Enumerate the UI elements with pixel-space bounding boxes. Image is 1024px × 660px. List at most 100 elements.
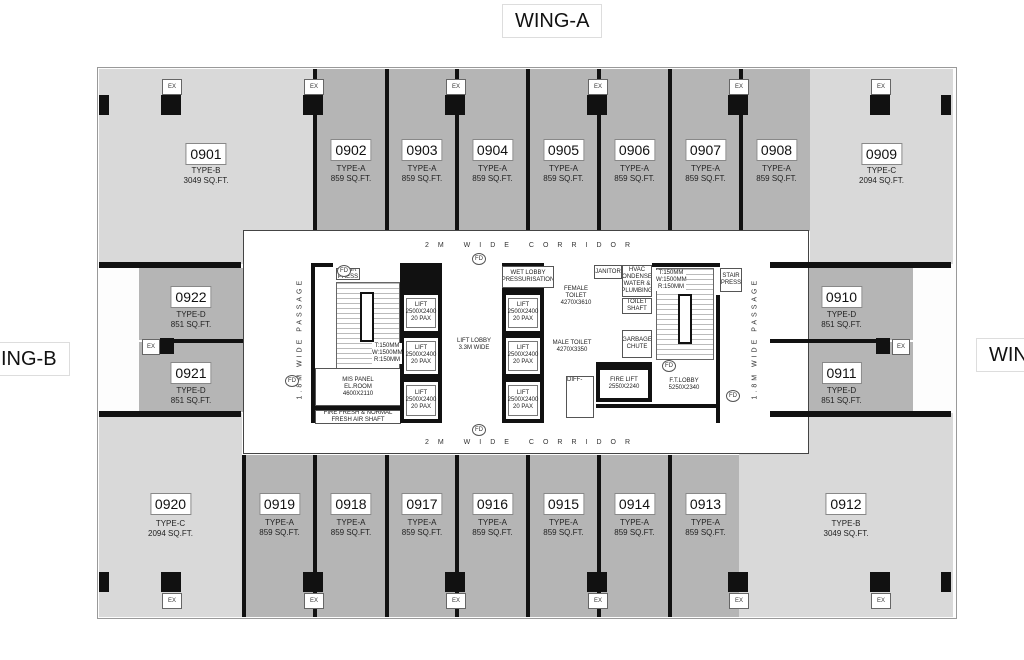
garbage-chute-label: GARBAGE CHUTE xyxy=(622,337,652,350)
column-shaft xyxy=(587,95,607,115)
unit-area: 859 SQ.FT. xyxy=(543,174,584,183)
structural-wall xyxy=(770,411,951,417)
unit-area: 859 SQ.FT. xyxy=(756,174,797,183)
wet-lobby-pressurisation: WET LOBBY PRESSURISATION xyxy=(502,266,554,288)
unit-area: 851 SQ.FT. xyxy=(170,320,212,329)
lift-name: LIFT xyxy=(414,345,428,352)
unit-number: 0912 xyxy=(825,493,867,515)
column xyxy=(99,95,109,115)
el-room-name: EL.ROOM xyxy=(344,383,372,390)
unit-area: 2094 SQ.FT. xyxy=(859,176,904,185)
exhaust-icon: EX xyxy=(871,79,891,95)
exhaust-icon: EX xyxy=(588,593,608,609)
column-shaft xyxy=(728,95,748,115)
lift-capacity: 20 PAX xyxy=(513,316,533,323)
column xyxy=(160,338,174,354)
unit-type: TYPE-A xyxy=(620,518,649,527)
unit-area: 859 SQ.FT. xyxy=(472,174,513,183)
structural-wall xyxy=(770,262,951,268)
fire-lift-name: FIRE LIFT xyxy=(610,377,638,383)
column xyxy=(941,572,951,592)
stair-press-label: STAIR PRESS xyxy=(720,273,742,286)
core-wall xyxy=(311,406,403,410)
structural-wall xyxy=(99,411,241,417)
unit-area: 859 SQ.FT. xyxy=(685,174,726,183)
unit-number: 0904 xyxy=(471,139,514,161)
male-toilet-size: 4270X3350 xyxy=(556,347,588,353)
unit-area: 859 SQ.FT. xyxy=(401,174,443,183)
unit-type: TYPE-D xyxy=(826,386,857,395)
lift-lobby-label: LIFT LOBBY 3.3M WIDE xyxy=(446,338,502,352)
column xyxy=(941,95,951,115)
unit-area: 851 SQ.FT. xyxy=(821,320,862,329)
unit-area: 859 SQ.FT. xyxy=(259,528,300,537)
unit-type: TYPE-A xyxy=(691,518,720,527)
exhaust-icon: EX xyxy=(162,593,182,609)
unit-type: TYPE-A xyxy=(691,164,720,173)
core-wall xyxy=(311,263,333,267)
unit-area: 859 SQ.FT. xyxy=(401,528,443,537)
unit-divider-wall xyxy=(174,339,243,343)
unit-area: 851 SQ.FT. xyxy=(821,396,862,405)
lift-size: 2500X2400 xyxy=(405,352,437,359)
column-shaft xyxy=(445,95,465,115)
unit-type: TYPE-C xyxy=(155,519,186,528)
unit-area: 859 SQ.FT. xyxy=(614,174,655,183)
exhaust-icon: EX xyxy=(142,339,160,355)
right-passage-label: 1.8M WIDE PASSAGE xyxy=(751,277,759,400)
exhaust-icon: EX xyxy=(871,593,891,609)
unit-number: 0920 xyxy=(149,493,192,515)
fire-door-marker: FD xyxy=(472,253,486,265)
column-shaft xyxy=(870,95,890,115)
unit-number: 0911 xyxy=(821,362,862,384)
unit-type: TYPE-D xyxy=(826,310,857,319)
column-shaft xyxy=(303,572,323,592)
wing-a-label: WING-A xyxy=(502,4,603,38)
core-wall xyxy=(716,295,720,423)
unit-divider-wall xyxy=(770,339,876,343)
lift-name: LIFT xyxy=(516,389,530,396)
wing-b-label: ING-B xyxy=(0,342,70,376)
core-wall xyxy=(596,362,652,366)
exhaust-icon: EX xyxy=(892,339,910,355)
core-wall xyxy=(596,404,720,408)
exhaust-icon: EX xyxy=(729,79,749,95)
unit-type: TYPE-A xyxy=(336,164,366,173)
unit-type: TYPE-D xyxy=(176,386,206,395)
lift-capacity: 20 PAX xyxy=(411,403,431,410)
female-toilet-size: 4270X3610 xyxy=(560,300,592,306)
unit-number: 0901 xyxy=(185,143,227,165)
fire-door-marker: FD xyxy=(662,360,676,372)
male-toilet: MALE TOILET 4270X3350 xyxy=(550,340,594,354)
